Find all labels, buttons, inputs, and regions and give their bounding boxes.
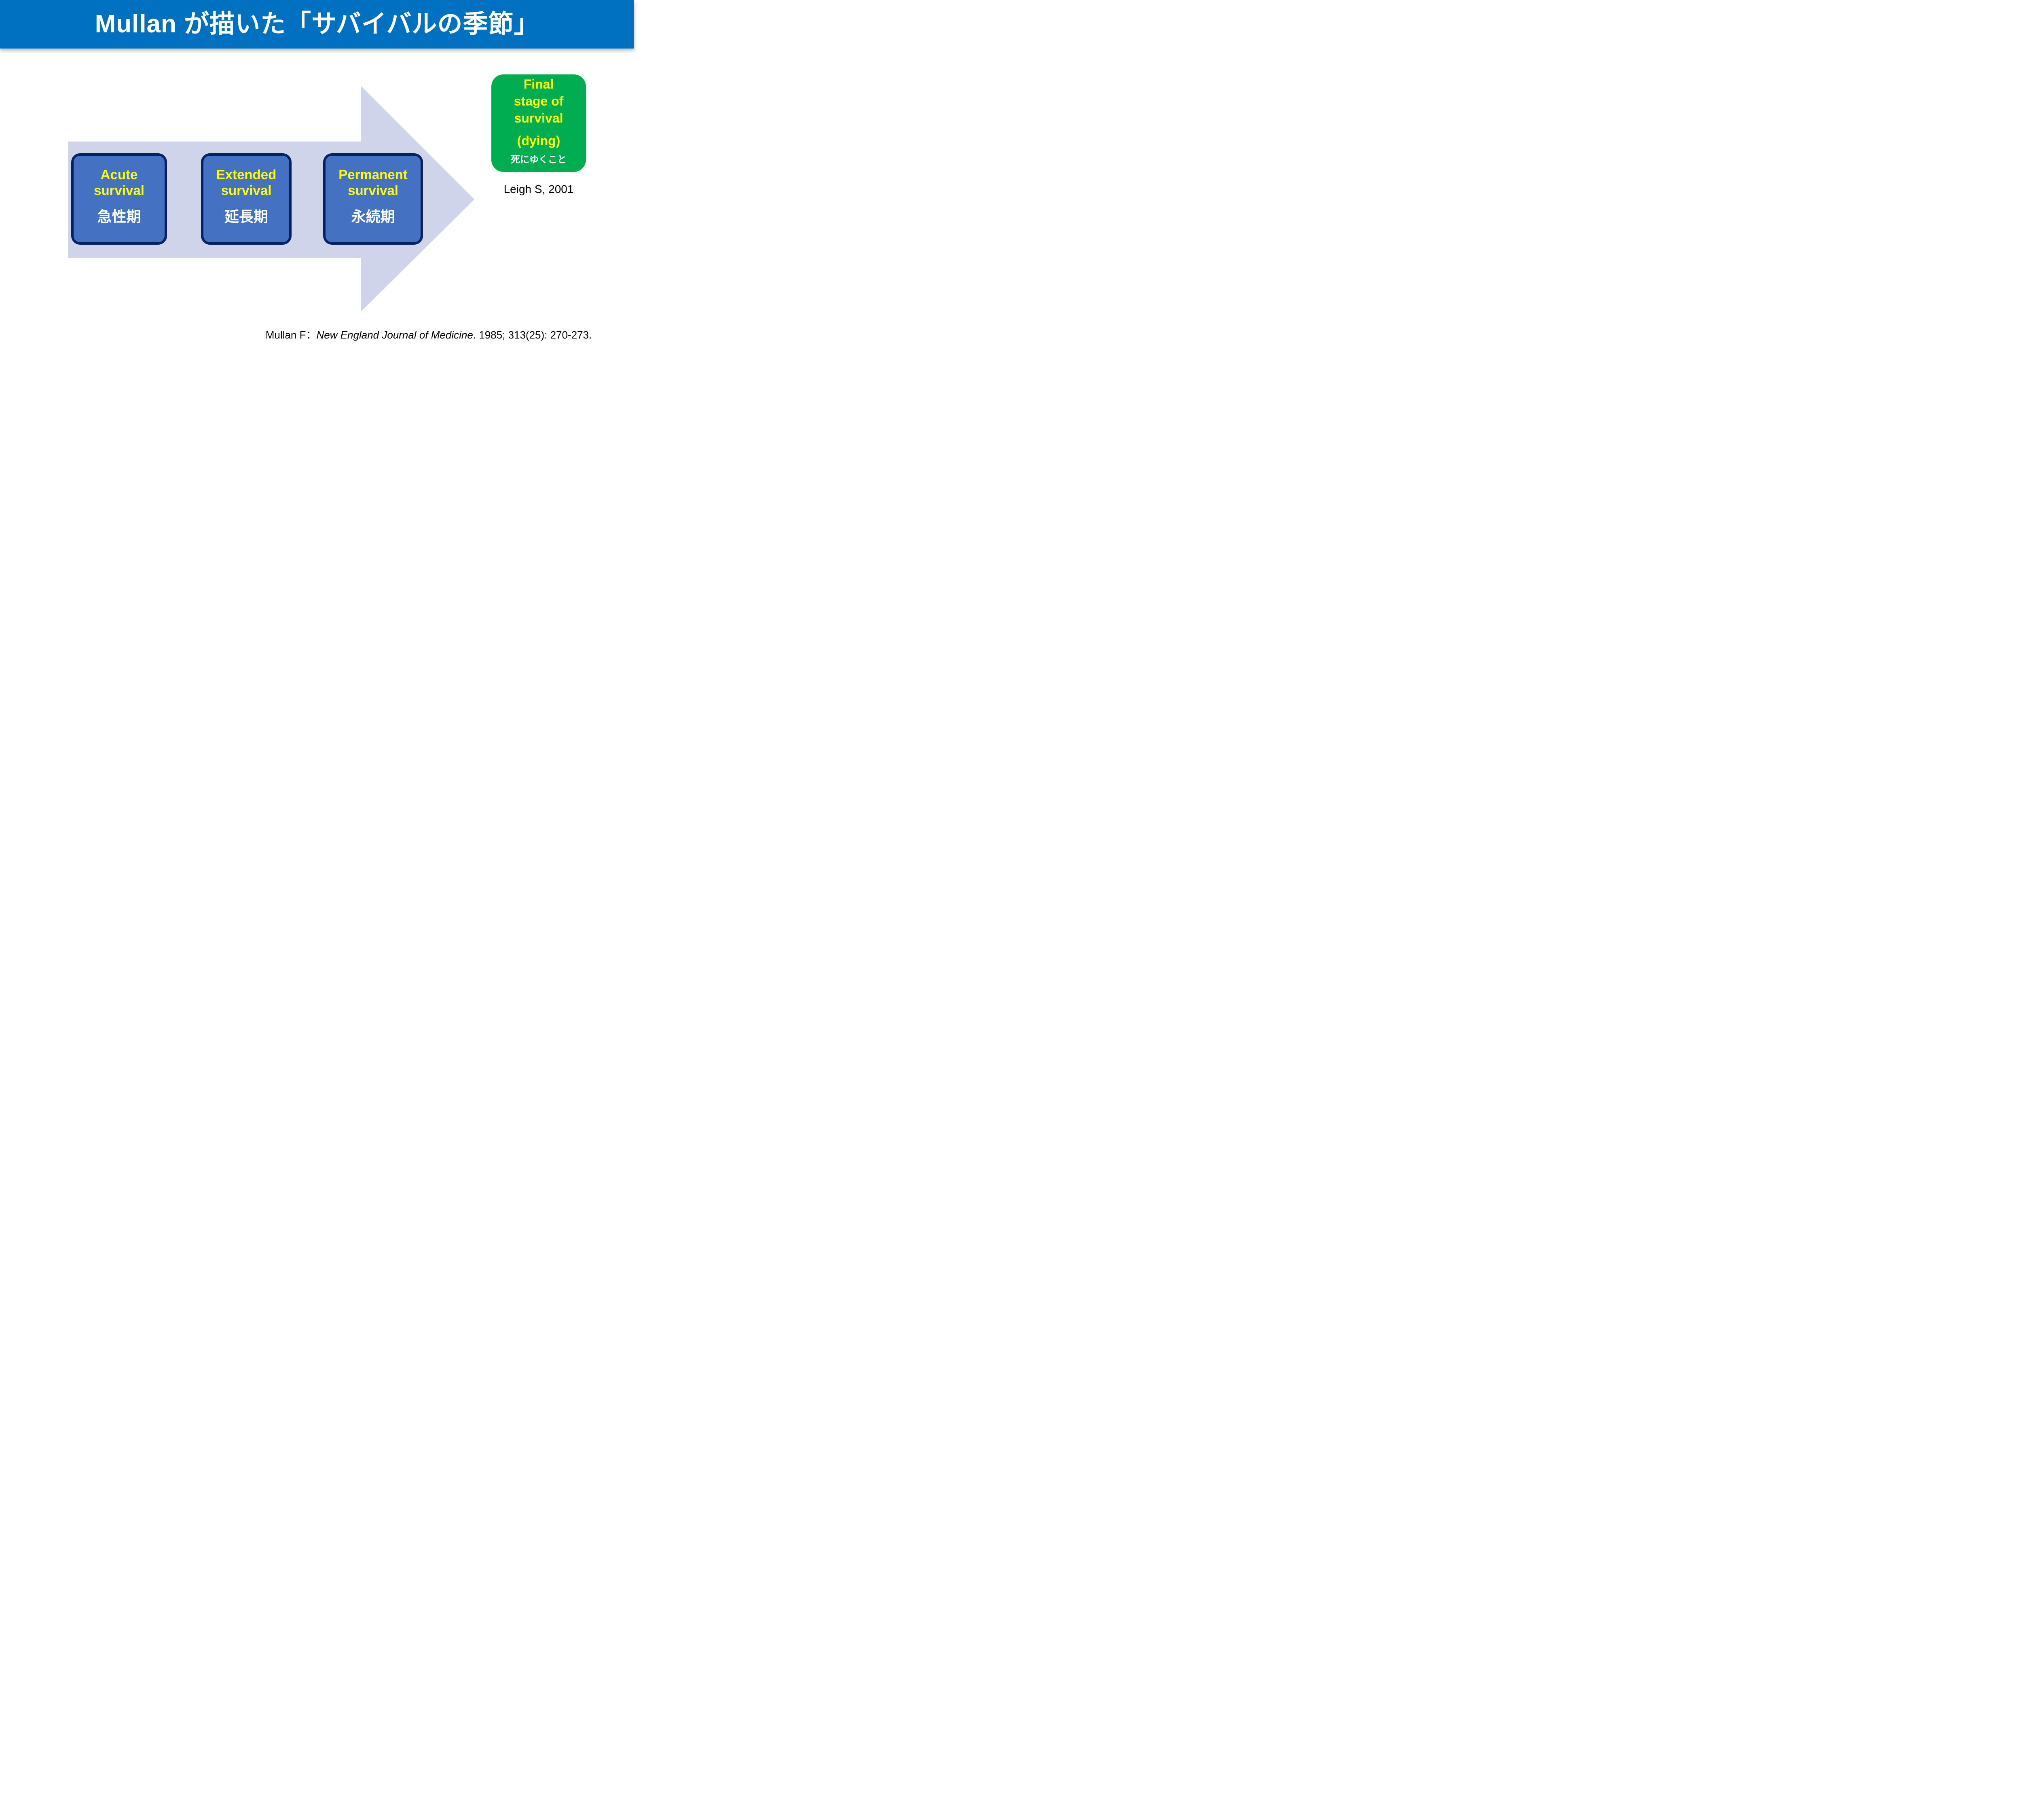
citation-suffix: . 1985; 313(25): 270-273. [473,329,592,341]
citation-journal: New England Journal of Medicine [316,329,473,341]
stage-jp-label: 急性期 [97,208,141,225]
stage-box-permanent-survival: Permanent survival 永続期 [323,153,423,245]
final-stage-subtitle: (dying) [517,133,560,148]
slide-title: Mullan が描いた「サバイバルの季節」 [95,10,539,38]
stage-en-label: Permanent survival [338,167,408,198]
title-banner: Mullan が描いた「サバイバルの季節」 [0,0,634,49]
stage-en-label: Extended survival [216,167,277,198]
stage-en-label: Acute survival [94,167,144,198]
stage-box-acute-survival: Acute survival 急性期 [71,153,167,245]
stage-jp-label: 延長期 [224,208,268,225]
citation-text: Mullan F：New England Journal of Medicine… [235,328,623,342]
stage-box-extended-survival: Extended survival 延長期 [201,153,292,245]
final-stage-box: Final stage of survival (dying) 死にゆくこと [491,74,586,172]
final-stage-jp-label: 死にゆくこと [511,154,567,165]
attribution-text: Leigh S, 2001 [503,183,574,195]
final-stage-title: Final stage of survival [514,77,564,125]
stage-jp-label: 永続期 [351,208,395,225]
citation-prefix: Mullan F： [265,329,317,341]
